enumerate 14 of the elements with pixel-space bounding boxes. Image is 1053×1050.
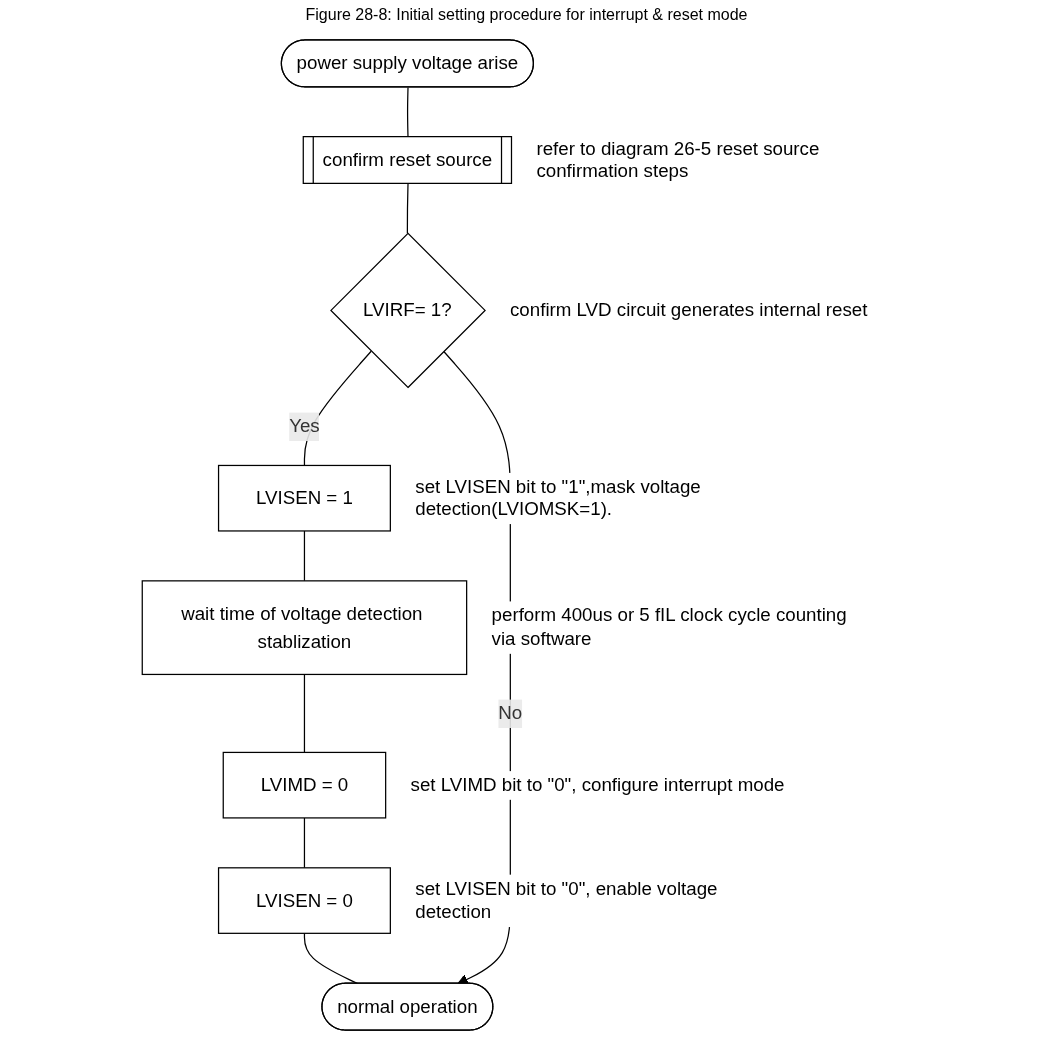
node-diamond: LVIRF= 1? [330,232,486,389]
connector [303,817,306,869]
edge-label: No [498,701,523,724]
node-box: LVISEN = 1 [217,464,391,532]
node-box: wait time of voltage detection stablization [141,580,468,676]
annotation-text: set LVIMD bit to "0", configure interrupt mode [410,770,785,800]
edge-label: Yes [289,414,320,437]
connector [406,183,409,234]
figure-title: Figure 28-8: Initial setting procedure for interrupt & reset mode [304,6,749,24]
node-box: LVIMD = 0 [222,751,387,819]
connector [303,530,306,582]
node-box: LVISEN = 0 [217,867,391,934]
connector [303,673,306,754]
connector [303,932,359,985]
